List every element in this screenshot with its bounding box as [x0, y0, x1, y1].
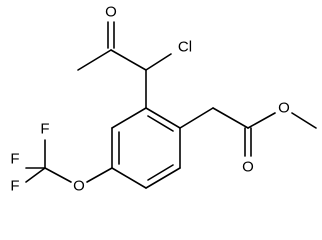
benzene-ring — [111, 107, 181, 189]
bond-ring-to-ch2 — [179, 107, 214, 129]
bond-carbonyl-to-chc — [110, 49, 147, 71]
fluorine-left-label: F — [10, 151, 19, 168]
ring-bond-6 — [111, 107, 147, 129]
ring-bond-1 — [145, 107, 181, 129]
methyl-acetate-side-chain — [179, 107, 317, 157]
bond-ring-to-aryl-o — [86, 167, 113, 183]
aryl-ether-oxygen-label: O — [73, 178, 85, 195]
bond-ch2-to-ester-c — [212, 107, 249, 129]
bond-o-to-methyl — [291, 112, 317, 129]
fluorine-bottom-label: F — [10, 178, 19, 195]
ring-bond-4 — [111, 167, 147, 189]
ester-carbonyl-oxygen-label: O — [242, 159, 254, 176]
chlorine-label: Cl — [178, 39, 192, 56]
chemical-structure-diagram: O Cl O O O F F F — [10, 4, 317, 195]
ester-ether-oxygen-label: O — [278, 100, 290, 117]
chloroacetonyl-side-chain — [77, 21, 172, 109]
bond-ester-c-to-o — [247, 112, 276, 129]
bond-chc-to-cl — [145, 53, 172, 71]
ring-inner-double-1 — [147, 115, 174, 132]
bond-methyl-to-carbonyl — [77, 49, 112, 71]
ring-bond-3 — [145, 167, 181, 189]
bond-aryl-o-to-cf3 — [44, 167, 72, 183]
ring-inner-double-2 — [147, 164, 174, 181]
bond-cf3-to-f-bottom — [25, 167, 46, 183]
trifluoromethoxy-group — [25, 139, 113, 183]
fluorine-top-label: F — [40, 121, 49, 138]
ketone-oxygen-label: O — [105, 4, 117, 21]
